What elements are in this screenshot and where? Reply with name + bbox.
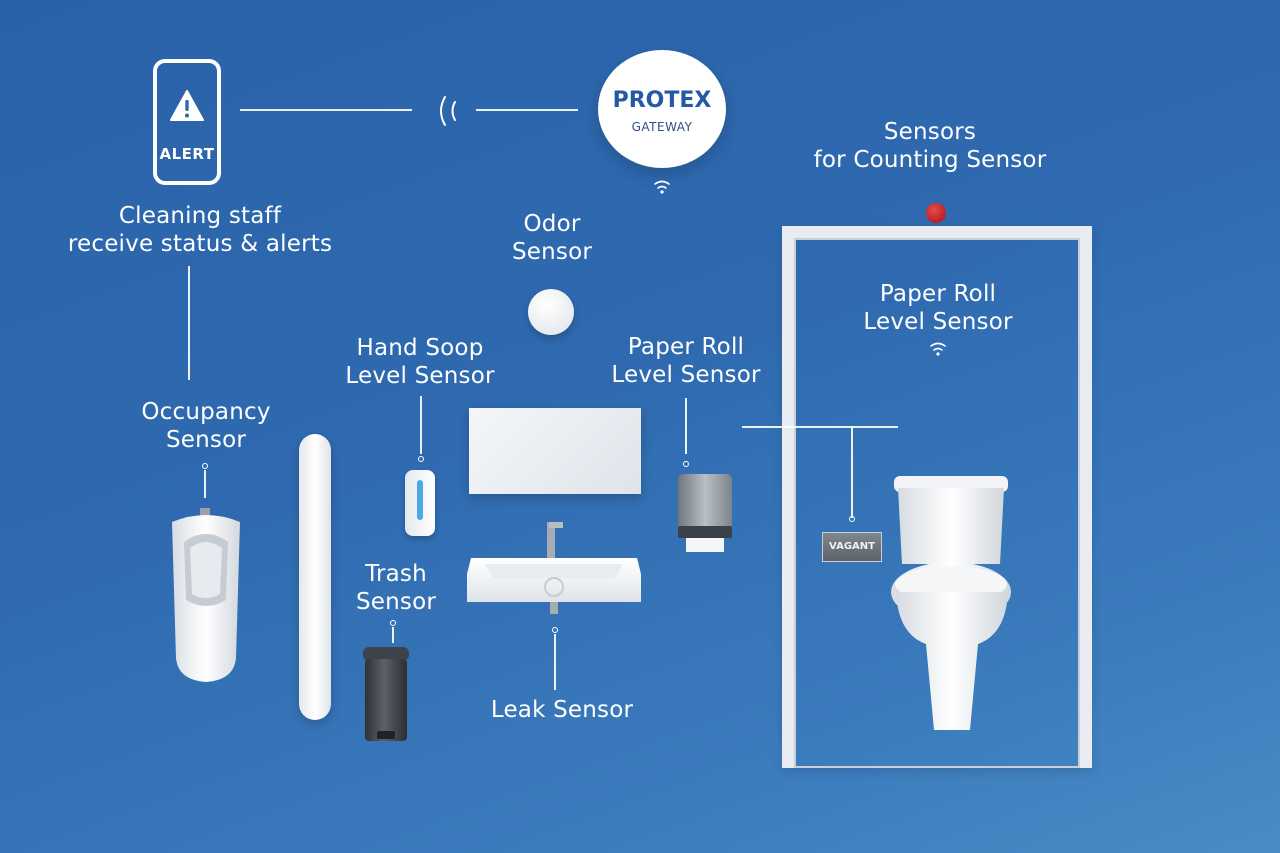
- alert-label: ALERT: [159, 145, 215, 163]
- staff-connector: [188, 266, 190, 380]
- staff-alerts-line-2: receive status & alerts: [67, 231, 333, 257]
- warning-icon: [170, 90, 204, 121]
- urinal: [172, 508, 240, 682]
- hand-soap-anchor: [418, 456, 424, 462]
- counting-sensor: [926, 203, 946, 223]
- privacy-partition: [299, 434, 331, 720]
- hand-soap-line-2: Level Sensor: [345, 363, 495, 389]
- signal-icon: [930, 342, 946, 356]
- wall-paper-roll-anchor: [683, 461, 689, 467]
- occupancy-anchor: [202, 463, 208, 469]
- leak-connector: [554, 634, 556, 690]
- trash-anchor: [390, 620, 396, 626]
- gateway-name: PROTEX: [612, 88, 712, 113]
- mirror: [469, 408, 641, 494]
- counting-sensor-label: Sensors for Counting Sensor: [790, 118, 1070, 174]
- wall-paper-roll-line-1: Paper Roll: [627, 334, 745, 360]
- flush-plate: VAGANT: [822, 532, 882, 562]
- counting-sensor-line-2: for Counting Sensor: [813, 147, 1047, 173]
- trash-connector: [392, 627, 394, 643]
- occupancy-sensor-line-1: Occupancy: [141, 399, 271, 425]
- toilet: [891, 476, 1011, 730]
- soap-dispenser: [405, 470, 435, 536]
- occupancy-sensor-line-2: Sensor: [165, 427, 247, 453]
- hand-soap-connector: [420, 396, 422, 454]
- staff-alerts-line-1: Cleaning staff: [118, 203, 282, 229]
- wall-paper-roll-connector: [685, 398, 687, 454]
- hand-soap-label: Hand Soop Level Sensor: [320, 334, 520, 390]
- stall-paper-roll-label: Paper Roll Level Sensor: [818, 280, 1058, 336]
- stall-paper-roll-line-1: Paper Roll: [879, 281, 997, 307]
- trash-sensor-label: Trash Sensor: [326, 560, 466, 616]
- occupancy-sensor-label: Occupancy Sensor: [116, 398, 296, 454]
- occupancy-connector: [204, 470, 206, 498]
- trash-sensor-line-1: Trash: [365, 561, 427, 587]
- flush-sensor-anchor: [849, 516, 855, 522]
- flush-sensor-connector-v: [851, 426, 853, 518]
- staff-alerts-label: Cleaning staff receive status & alerts: [60, 202, 340, 258]
- counting-sensor-line-1: Sensors: [883, 119, 977, 145]
- leak-sensor-label: Leak Sensor: [490, 697, 634, 723]
- gateway-subtitle: GATEWAY: [631, 120, 693, 134]
- soap-level-indicator: [417, 480, 423, 520]
- odor-sensor-line-2: Sensor: [511, 239, 593, 265]
- sink: [467, 522, 641, 614]
- protex-gateway: PROTEX GATEWAY: [598, 50, 726, 168]
- trash-sensor-line-2: Sensor: [355, 589, 437, 615]
- hand-soap-line-1: Hand Soop: [356, 335, 484, 361]
- phone-gateway-link: [240, 109, 412, 111]
- odor-sensor-line-1: Odor: [523, 211, 581, 237]
- odor-sensor-label: Odor Sensor: [472, 210, 632, 266]
- odor-sensor-device: [528, 289, 574, 335]
- wireless-wave-icon: [440, 96, 456, 126]
- signal-icon: [654, 180, 670, 194]
- wall-paper-roll-label: Paper Roll Level Sensor: [586, 333, 786, 389]
- wall-paper-roll-line-2: Level Sensor: [611, 362, 761, 388]
- gateway-link: [476, 109, 578, 111]
- paper-towel-dispenser: [678, 474, 732, 552]
- leak-anchor: [552, 627, 558, 633]
- stall-paper-roll-line-2: Level Sensor: [863, 309, 1013, 335]
- flush-sensor-connector-h: [742, 426, 898, 428]
- stall-door-frame: [782, 226, 1092, 768]
- staff-phone: ALERT: [153, 59, 221, 185]
- trash-bin: [363, 647, 409, 741]
